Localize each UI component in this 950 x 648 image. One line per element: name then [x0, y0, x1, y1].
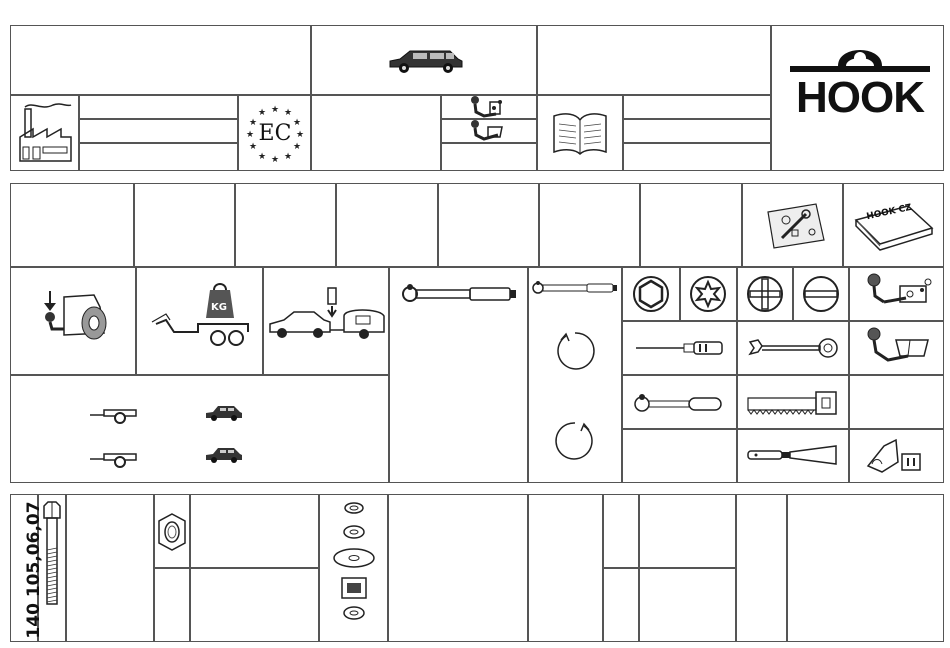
- towbar-ball-icon-2: [466, 119, 506, 145]
- clockwise-arrow-icon: [552, 328, 598, 374]
- ec-label: EC: [242, 100, 308, 166]
- part-code-text: 140 105,06,07: [24, 501, 44, 638]
- nut-spec-cell: [190, 494, 319, 568]
- tool-header-cell-7: [640, 183, 742, 267]
- part-cell-c: [639, 494, 736, 568]
- tool-header-cell-6: [539, 183, 640, 267]
- part-cell-d: [603, 568, 639, 642]
- header-cell-blank: [537, 25, 771, 95]
- socket-plate-icon: [864, 436, 924, 476]
- parts-bag-icon: [762, 200, 828, 252]
- hacksaw-icon: [746, 388, 840, 416]
- tool-header-cell-4: [336, 183, 438, 267]
- counterclockwise-arrow-icon: [552, 418, 598, 464]
- car-icon-2: [204, 446, 244, 464]
- trailer-icon-2: [88, 450, 138, 468]
- tool-header-cell-5: [438, 183, 539, 267]
- phillips-head-icon: [746, 275, 784, 313]
- manufacturer-line-3: [79, 143, 238, 171]
- blank-part-cell-2: [190, 568, 319, 642]
- hook-logo: HOOK: [790, 38, 930, 118]
- weight-label: KG: [211, 302, 227, 313]
- part-cell-g: [787, 494, 944, 642]
- manual-book-icon: [550, 108, 610, 158]
- trailer-icon-1: [88, 406, 138, 424]
- manufacturer-line-2: [79, 119, 238, 143]
- tool-header-cell-2: [134, 183, 235, 267]
- trailer-vehicle-cell: [10, 375, 389, 483]
- hex-socket-icon: [632, 275, 670, 313]
- torque-wrench-icon: [400, 283, 520, 305]
- towbar-fixed-icon: [862, 326, 934, 370]
- part-cell-b: [603, 494, 639, 568]
- combination-wrench-icon: [746, 336, 840, 360]
- towbar-ball-icon-1: [466, 94, 506, 122]
- torx-socket-icon: [689, 275, 727, 313]
- vertical-load-icon: [34, 287, 114, 349]
- washers-icon: [330, 498, 378, 628]
- flathead-icon: [802, 275, 840, 313]
- approval-cell: [311, 95, 441, 171]
- station-wagon-icon: [386, 47, 466, 75]
- torque-wrench-small-icon: [530, 279, 620, 297]
- nut-icon: [157, 512, 187, 552]
- manual-line-1: [623, 95, 771, 119]
- tool-header-cell-1: [10, 183, 134, 267]
- hook-logo-text: HOOK: [790, 76, 930, 120]
- manual-line-3: [623, 143, 771, 171]
- scraper-icon: [746, 444, 840, 466]
- tool-header-cell-3: [235, 183, 336, 267]
- part-cell-a: [528, 494, 603, 642]
- car-icon-1: [204, 404, 244, 422]
- header-cell-manufacturer: [10, 25, 311, 95]
- ec-mark: ★★★ ★★★ ★★★ ★★★ EC: [242, 100, 308, 166]
- blank-part-cell-1: [154, 568, 190, 642]
- factory-icon: [17, 101, 73, 163]
- manufacturer-line-1: [79, 95, 238, 119]
- car-caravan-icon: [268, 286, 386, 342]
- blank-tool-cell: [849, 375, 944, 429]
- empty-tool-cell: [622, 429, 737, 483]
- part-cell-f: [736, 494, 787, 642]
- screwdriver-icon: [634, 340, 726, 356]
- towbar-detachable-icon: [862, 272, 934, 316]
- washers-spec-cell: [388, 494, 528, 642]
- towbar-type-3-cell: [441, 143, 537, 171]
- ratchet-icon: [632, 393, 726, 415]
- bolt-spec-cell: [66, 494, 154, 642]
- manual-line-2: [623, 119, 771, 143]
- trailer-weight-icon: KG: [148, 280, 252, 352]
- part-cell-e: [639, 568, 736, 642]
- bolt-icon: [42, 500, 62, 606]
